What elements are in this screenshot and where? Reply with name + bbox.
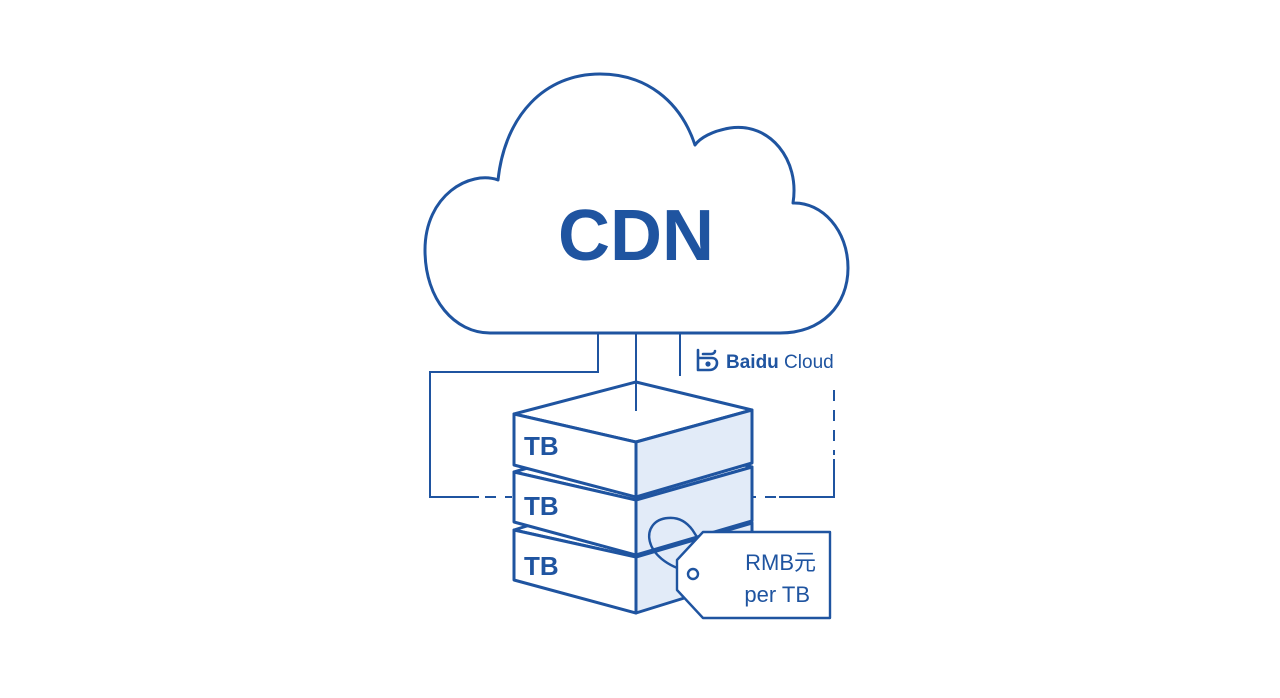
brand-name: Baidu Cloud [726, 352, 834, 373]
right-connector-line [779, 459, 835, 498]
server-bottom-label: TB [524, 551, 559, 581]
baidu-cloud-logo-icon [696, 348, 719, 372]
server-top-label: TB [524, 431, 559, 461]
cloud-shape [423, 72, 850, 335]
price-tag-string [648, 516, 704, 574]
price-tag-line2: per TB [744, 582, 810, 607]
brand-name-bold: Baidu [726, 352, 779, 373]
server-middle-label: TB [524, 491, 559, 521]
brand: Baidu Cloud [696, 348, 834, 373]
left-connector-line [429, 332, 599, 498]
server-top: TB [512, 380, 754, 499]
price-tag-line1: RMB元 [745, 550, 816, 575]
price-tag-hole-icon [686, 567, 700, 581]
cloud-label: CDN [558, 196, 714, 276]
brand-name-regular: Cloud [779, 352, 834, 373]
price-tag: RMB元 per TB [675, 530, 832, 620]
